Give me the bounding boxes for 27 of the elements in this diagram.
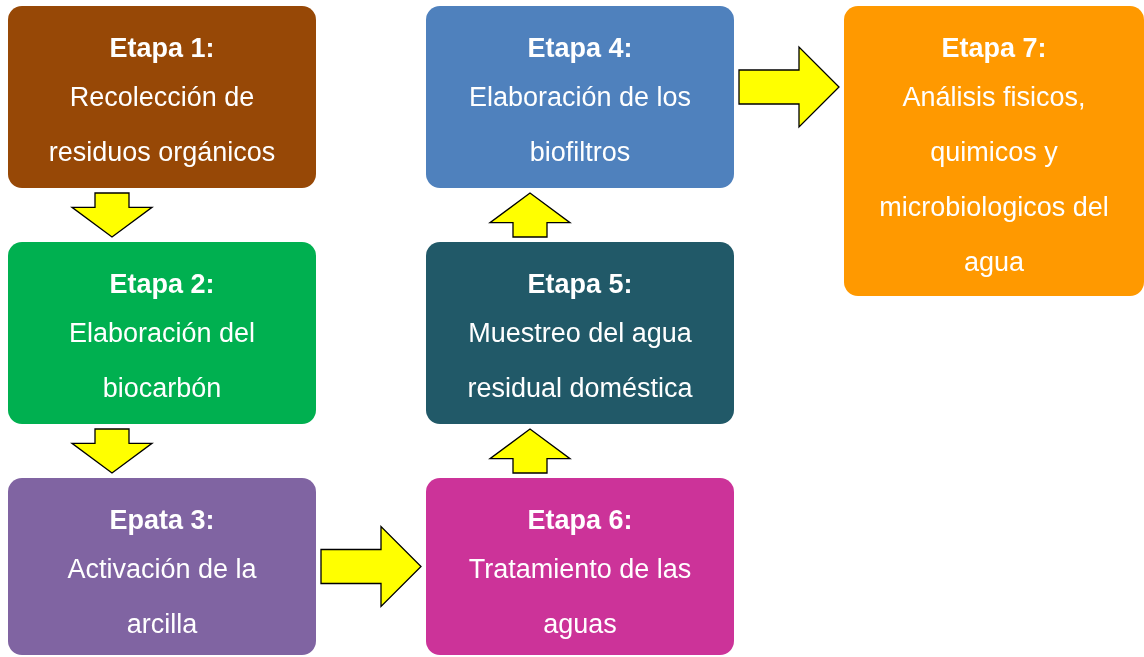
stage-title: Etapa 6: bbox=[527, 504, 633, 537]
stage-box bbox=[426, 242, 734, 424]
stage-title: Etapa 1: bbox=[109, 32, 215, 65]
stage-box bbox=[8, 242, 316, 424]
stage-title: Etapa 5: bbox=[527, 268, 633, 301]
stage-description: Tratamiento de las aguas bbox=[467, 553, 693, 641]
block-arrow bbox=[320, 524, 422, 609]
stage-title: Etapa 4: bbox=[527, 32, 633, 65]
block-arrow bbox=[488, 428, 572, 474]
stage-title: Etapa 2: bbox=[109, 268, 215, 301]
stage-box bbox=[426, 6, 734, 188]
block-arrow bbox=[738, 45, 840, 129]
stage-box bbox=[8, 6, 316, 188]
stage-description: Recolección de residuos orgánicos bbox=[47, 81, 277, 169]
block-arrow bbox=[70, 192, 154, 238]
stage-description: Muestreo del agua residual doméstica bbox=[466, 317, 694, 405]
stage-box bbox=[426, 478, 734, 655]
stage-box bbox=[844, 6, 1144, 296]
stage-description: Elaboración de los biofiltros bbox=[467, 81, 693, 169]
block-arrow bbox=[70, 428, 154, 474]
stage-title: Epata 3: bbox=[109, 504, 215, 537]
stage-box bbox=[8, 478, 316, 655]
stage-description: Elaboración del biocarbón bbox=[67, 317, 257, 405]
stage-title: Etapa 7: bbox=[941, 32, 1047, 65]
stage-description: Análisis fisicos, quimicos y microbiologicos del agua bbox=[878, 81, 1110, 279]
block-arrow bbox=[488, 192, 572, 238]
stage-description: Activación de la arcilla bbox=[66, 553, 258, 641]
